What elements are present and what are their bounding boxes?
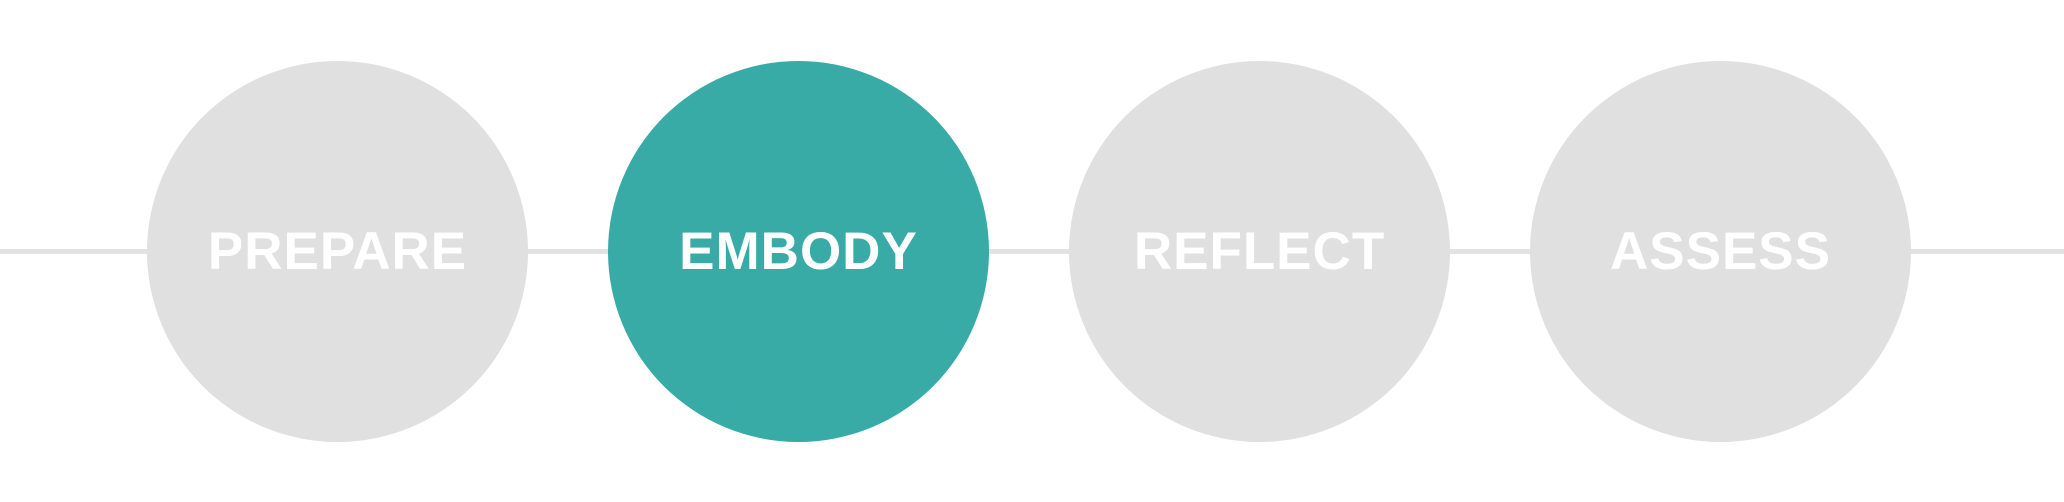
step-embody-label: EMBODY	[679, 221, 918, 281]
connector-line	[0, 249, 2064, 254]
step-assess[interactable]: ASSESS	[1530, 60, 1911, 442]
step-reflect-label: REFLECT	[1133, 221, 1386, 281]
step-embody[interactable]: EMBODY	[608, 60, 989, 442]
step-reflect[interactable]: REFLECT	[1069, 60, 1450, 442]
step-assess-label: ASSESS	[1609, 221, 1832, 281]
step-prepare-label: PREPARE	[207, 221, 468, 281]
step-prepare[interactable]: PREPARE	[147, 60, 528, 442]
